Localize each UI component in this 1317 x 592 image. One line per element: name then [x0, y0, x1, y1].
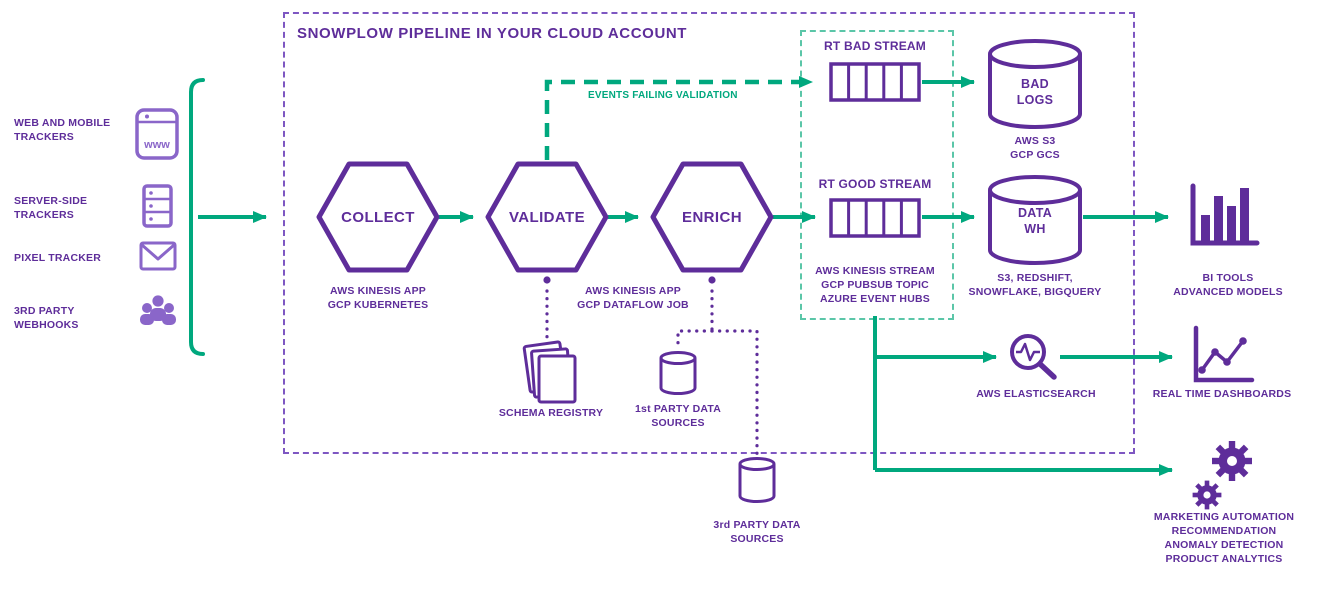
documents-icon [522, 340, 577, 404]
validate-label: VALIDATE [509, 209, 585, 226]
web-mobile-trackers-label-2: TRACKERS [14, 131, 74, 143]
collect-label: COLLECT [341, 209, 415, 226]
bad-logs-label-1: BAD [1021, 77, 1049, 91]
third-party-data-cylinder-icon [738, 457, 776, 503]
bad-logs-caption-2: GCP GCS [1010, 149, 1060, 161]
dotted-line-third-party [710, 329, 759, 458]
third-party-webhooks-label-1: 3RD PARTY [14, 305, 75, 317]
bad-logs-label-2: LOGS [1016, 93, 1054, 107]
dotted-line-first-party [676, 329, 714, 352]
sources-bracket [189, 78, 205, 356]
data-wh-caption-1: S3, REDSHIFT, [997, 272, 1073, 284]
line-chart-icon [1193, 325, 1255, 383]
third-party-label-2: SOURCES [730, 533, 784, 545]
diagram-title: SNOWPLOW PIPELINE IN YOUR CLOUD ACCOUNT [297, 25, 688, 42]
server-side-trackers-label-1: SERVER-SIDE [14, 195, 88, 207]
validate-caption-2: GCP DATAFLOW JOB [577, 299, 689, 311]
data-wh-label-1: DATA [1017, 206, 1053, 220]
stream-caption-1: AWS KINESIS STREAM [815, 265, 935, 277]
mobile-www-icon: www [135, 108, 179, 160]
data-wh-label-2: WH [1024, 222, 1046, 236]
bad-logs-cylinder-icon [988, 39, 1082, 129]
automation-label-1: MARKETING AUTOMATION [1153, 511, 1295, 523]
validate-hexagon [485, 161, 609, 273]
first-party-data-cylinder-icon [659, 351, 697, 395]
elasticsearch-label: AWS ELASTICSEARCH [976, 388, 1096, 400]
bad-stream-queue-icon [829, 62, 921, 102]
first-party-label-1: 1st PARTY DATA [634, 403, 722, 415]
server-side-trackers-label-2: TRACKERS [14, 209, 74, 221]
gears-icon [1192, 441, 1252, 510]
bi-tools-label-2: ADVANCED MODELS [1173, 286, 1283, 298]
automation-label-3: ANOMALY DETECTION [1164, 539, 1284, 551]
good-stream-queue-icon [829, 198, 921, 238]
third-party-label-1: 3rd PARTY DATA [713, 519, 801, 531]
rt-good-stream-title: RT GOOD STREAM [818, 177, 932, 191]
validate-caption-1: AWS KINESIS APP [585, 285, 681, 297]
enrich-hexagon [650, 161, 774, 273]
pixel-tracker-label: PIXEL TRACKER [14, 252, 101, 264]
bar-chart-icon [1190, 183, 1260, 246]
server-stack-icon [142, 184, 173, 228]
rt-bad-stream-title: RT BAD STREAM [824, 39, 926, 53]
first-party-label-2: SOURCES [651, 417, 705, 429]
third-party-webhooks-label-2: WEBHOOKS [14, 319, 79, 331]
dashboards-label: REAL TIME DASHBOARDS [1152, 388, 1292, 400]
data-wh-caption-2: SNOWFLAKE, BIGQUERY [968, 286, 1102, 298]
collect-hexagon [316, 161, 440, 273]
enrich-label: ENRICH [682, 209, 742, 226]
bad-logs-caption-1: AWS S3 [1014, 135, 1056, 147]
collect-caption-1: AWS KINESIS APP [330, 285, 426, 297]
stream-caption-3: AZURE EVENT HUBS [820, 293, 930, 305]
dashed-line-failing-events [544, 76, 813, 160]
people-group-icon [140, 295, 176, 325]
automation-label-2: RECOMMENDATION [1171, 525, 1277, 537]
validate-dot [543, 276, 551, 284]
data-warehouse-cylinder-icon [988, 175, 1082, 265]
web-mobile-trackers-label-1: WEB AND MOBILE [14, 117, 111, 129]
collect-caption-2: GCP KUBERNETES [327, 299, 429, 311]
search-pulse-icon [1010, 334, 1057, 380]
events-failing-validation-label: EVENTS FAILING VALIDATION [588, 90, 738, 101]
envelope-icon [139, 241, 177, 271]
pipeline-dashed-box [283, 12, 1135, 454]
automation-label-4: PRODUCT ANALYTICS [1165, 553, 1283, 565]
bi-tools-label-1: BI TOOLS [1202, 272, 1254, 284]
www-label: www [143, 139, 170, 151]
schema-registry-label: SCHEMA REGISTRY [498, 407, 604, 419]
enrich-dot [708, 276, 716, 284]
stream-caption-2: GCP PUBSUB TOPIC [821, 279, 929, 291]
